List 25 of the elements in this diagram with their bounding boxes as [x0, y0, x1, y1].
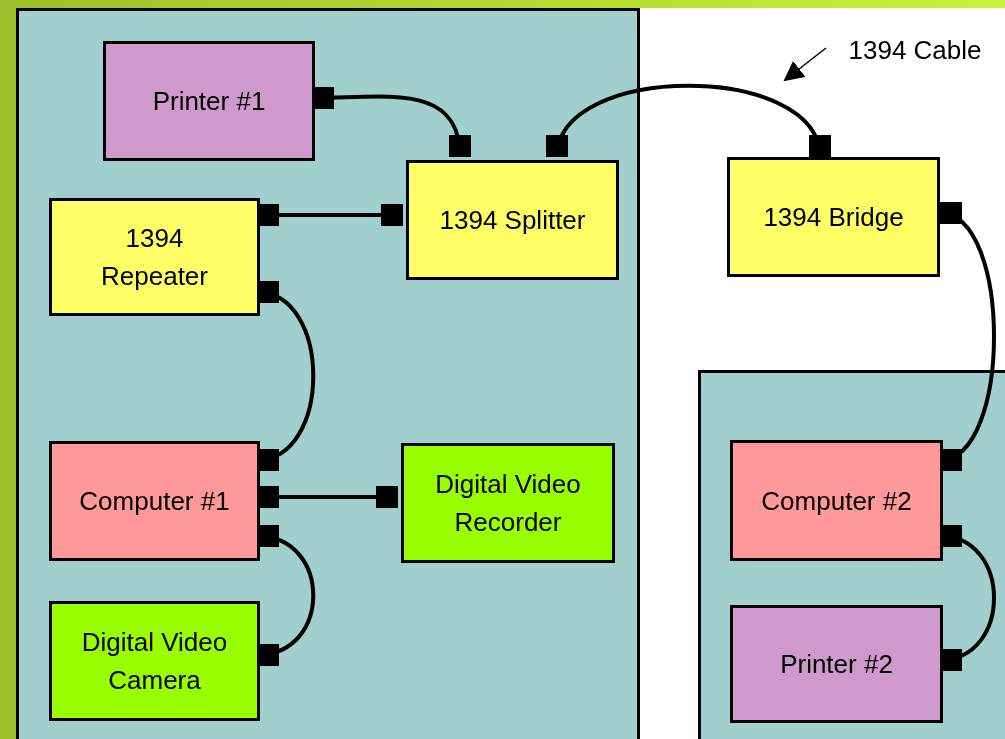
- device-box: [730, 440, 943, 561]
- network-panel: [16, 8, 640, 739]
- device-box: [730, 605, 943, 723]
- leader-line: [783, 47, 827, 82]
- device-label: 1394 Bridge: [763, 201, 904, 234]
- device-label: Computer #1: [79, 485, 230, 518]
- device-box: [727, 157, 940, 277]
- device-label: Printer #1: [152, 85, 266, 118]
- device-label: 1394 Cable: [848, 34, 982, 67]
- device-box: [103, 41, 315, 161]
- network-panel: [698, 370, 1005, 739]
- device-box: [49, 601, 260, 721]
- cable: [546, 83, 831, 160]
- device-box: [406, 160, 619, 280]
- device-label: Digital Video Recorder: [434, 468, 582, 539]
- cable: [257, 486, 398, 508]
- device-box: [49, 198, 260, 316]
- device-label: Digital Video Camera: [80, 626, 229, 697]
- cable: [257, 204, 403, 226]
- device-label: Printer #2: [780, 648, 893, 681]
- device-label: 1394 Repeater: [100, 222, 209, 293]
- device-box: [49, 441, 260, 561]
- device-label: 1394 Splitter: [439, 204, 586, 237]
- device-label: Computer #2: [761, 484, 912, 518]
- device-box: [401, 443, 615, 563]
